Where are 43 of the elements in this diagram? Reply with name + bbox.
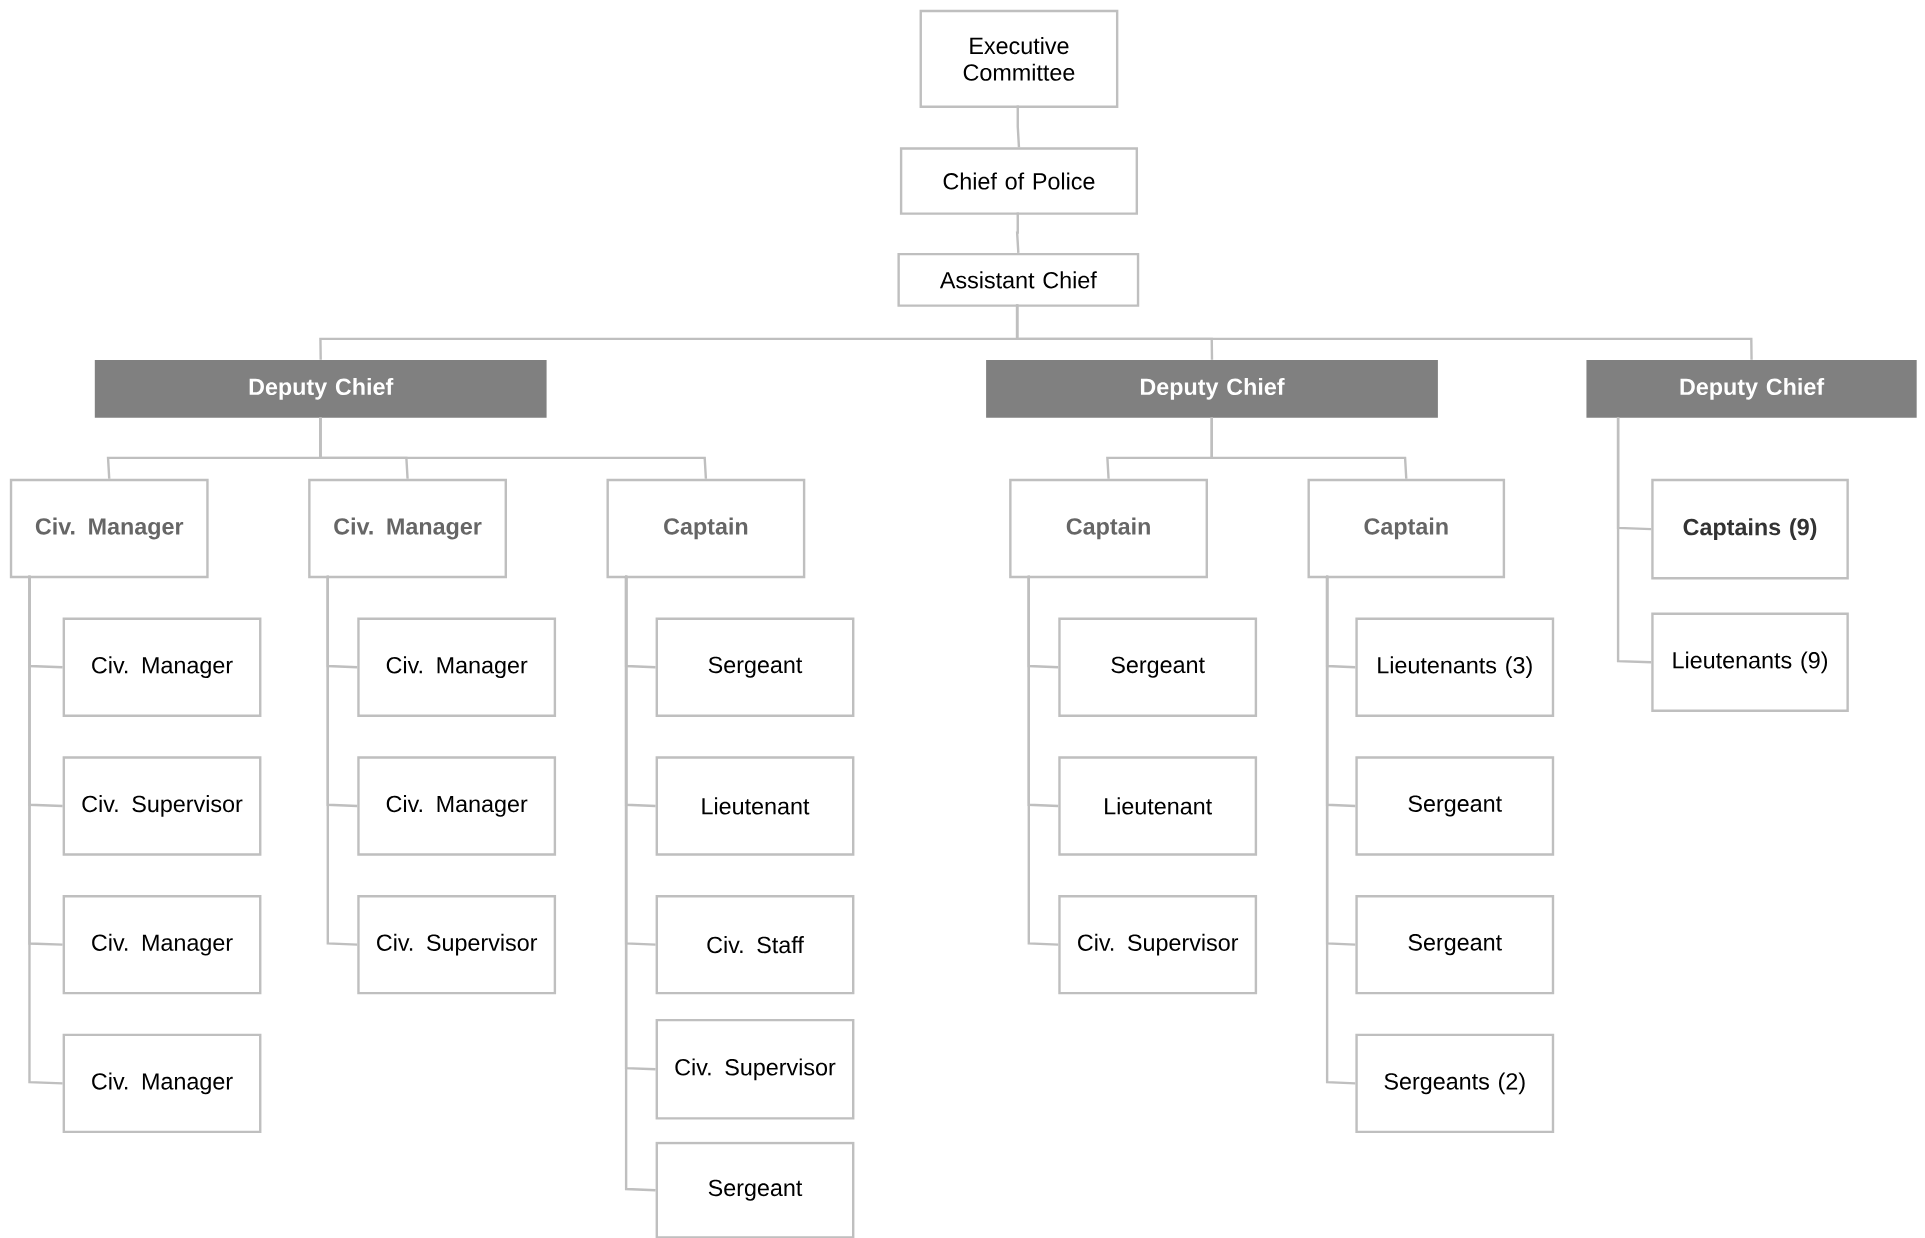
connector bbox=[1616, 417, 1652, 664]
connector bbox=[624, 575, 656, 1192]
connector bbox=[28, 575, 63, 1085]
connector bbox=[1027, 575, 1059, 946]
position-box: Civ. Supervisor bbox=[1058, 894, 1258, 995]
unit-box: Captain bbox=[606, 478, 806, 579]
connector bbox=[1015, 212, 1020, 253]
position-box: Sergeant bbox=[1058, 617, 1258, 717]
position-box: Sergeant bbox=[1355, 756, 1555, 856]
position-box: Lieutenants (3) bbox=[1355, 617, 1555, 717]
connector bbox=[1325, 575, 1356, 1085]
position-box: Sergeant bbox=[655, 1141, 855, 1238]
position-box: Lieutenants (9) bbox=[1651, 612, 1849, 712]
deputy-chief-bar: Deputy Chief bbox=[94, 360, 547, 418]
position-box: Lieutenant bbox=[655, 756, 855, 856]
connector bbox=[1016, 105, 1021, 148]
position-box: Civ. Supervisor bbox=[655, 1018, 855, 1120]
position-box: Captains (9) bbox=[1651, 478, 1849, 580]
position-box: Civ. Manager bbox=[357, 756, 557, 856]
deputy-chief-bar: Deputy Chief bbox=[986, 360, 1438, 418]
connector bbox=[319, 417, 708, 479]
title-box: Chief of Police bbox=[899, 147, 1138, 215]
unit-box: Captain bbox=[1307, 478, 1506, 579]
title-box: Executive Committee bbox=[919, 9, 1119, 108]
position-box: Civ. Manager bbox=[62, 617, 262, 717]
title-box: Assistant Chief bbox=[897, 252, 1140, 307]
position-box: Civ. Manager bbox=[62, 894, 262, 995]
position-box: Lieutenant bbox=[1058, 756, 1258, 856]
connector bbox=[326, 575, 358, 946]
position-box: Civ. Manager bbox=[357, 617, 557, 717]
connector bbox=[1210, 417, 1408, 479]
position-box: Sergeants (2) bbox=[1355, 1033, 1555, 1134]
unit-box: Civ. Manager bbox=[9, 478, 209, 579]
position-box: Civ. Supervisor bbox=[62, 756, 262, 856]
position-box: Civ. Staff bbox=[655, 894, 855, 995]
position-box: Sergeant bbox=[1355, 894, 1555, 995]
position-box: Sergeant bbox=[655, 617, 855, 717]
unit-box: Captain bbox=[1009, 478, 1208, 579]
connector bbox=[1015, 304, 1753, 360]
position-box: Civ. Supervisor bbox=[357, 894, 557, 995]
position-box: Civ. Manager bbox=[62, 1033, 262, 1134]
deputy-chief-bar: Deputy Chief bbox=[1586, 360, 1917, 418]
unit-box: Civ. Manager bbox=[308, 478, 507, 579]
